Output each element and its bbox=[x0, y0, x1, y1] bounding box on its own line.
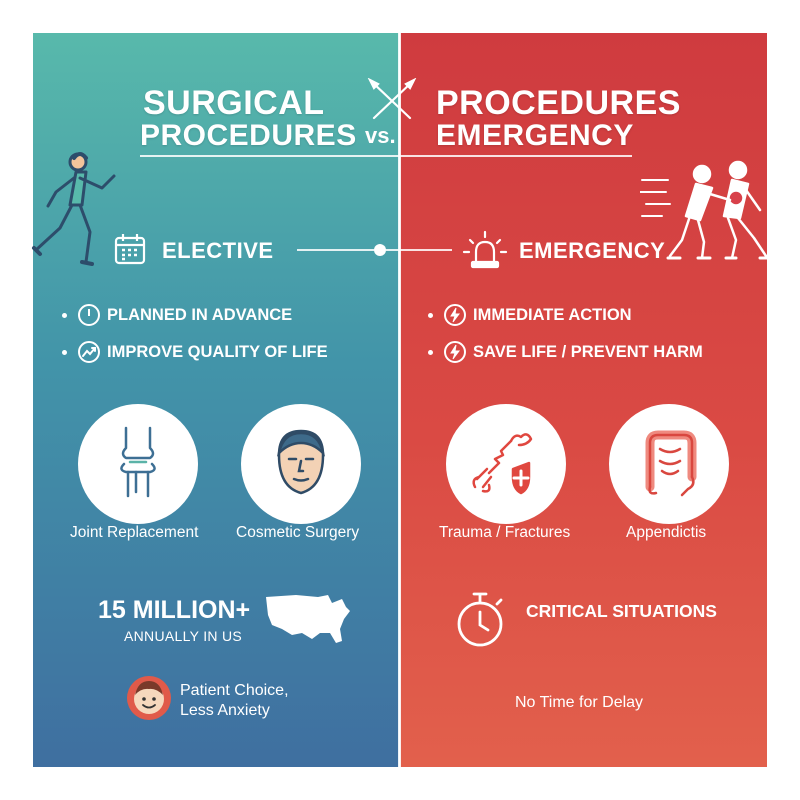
elective-title: ELECTIVE bbox=[162, 238, 274, 263]
running-person-icon bbox=[30, 150, 120, 270]
intestine-icon bbox=[636, 427, 702, 502]
emergency-title: EMERGENCY bbox=[519, 238, 666, 263]
critical-situations-title: CRITICAL SITUATIONS bbox=[526, 601, 717, 621]
patient-avatar-icon bbox=[126, 675, 172, 721]
connector-line-right bbox=[386, 249, 452, 251]
cosmetic-surgery-circle bbox=[241, 404, 361, 524]
emergency-bullet-2: SAVE LIFE / PREVENT HARM bbox=[428, 340, 703, 364]
title-left-line1: SURGICAL bbox=[143, 84, 325, 122]
stat-number: 15 MILLION+ bbox=[98, 596, 251, 624]
bullet-dot bbox=[62, 349, 67, 355]
title-right-line1: PROCEDURES bbox=[436, 84, 681, 122]
connector-dot bbox=[374, 244, 386, 256]
joint-replacement-label: Joint Replacement bbox=[70, 524, 199, 541]
patient-choice-text: Patient Choice, bbox=[180, 682, 289, 699]
title-underline bbox=[140, 155, 632, 157]
trauma-fractures-circle bbox=[446, 404, 566, 524]
no-time-for-delay-text: No Time for Delay bbox=[515, 694, 644, 711]
emergency-responders-icon bbox=[640, 160, 770, 260]
elective-bullet-1-text: PLANNED IN ADVANCE bbox=[107, 305, 293, 324]
bullet-dot bbox=[62, 312, 67, 318]
emergency-bullet-1: IMMEDIATE ACTION bbox=[428, 303, 632, 327]
title-left-line2: PROCEDURES bbox=[140, 119, 357, 152]
title-vs: vs. bbox=[365, 123, 396, 148]
usa-map-icon bbox=[262, 589, 354, 647]
stat-label: ANNUALLY IN US bbox=[124, 628, 243, 644]
lightning-icon bbox=[443, 340, 467, 364]
trend-up-icon bbox=[77, 340, 101, 364]
less-anxiety-text: Less Anxiety bbox=[180, 702, 270, 719]
appendicitis-circle bbox=[609, 404, 729, 524]
clock-icon bbox=[77, 303, 101, 327]
lightning-icon bbox=[443, 303, 467, 327]
stopwatch-icon bbox=[455, 590, 505, 650]
face-icon bbox=[269, 425, 333, 504]
elective-bullet-2: IMPROVE QUALITY OF LIFE bbox=[62, 340, 328, 364]
bullet-dot bbox=[428, 312, 433, 318]
broken-bone-icon bbox=[469, 427, 543, 502]
connector-line-left bbox=[297, 249, 374, 251]
knee-joint-icon bbox=[108, 426, 168, 503]
alarm-light-icon bbox=[462, 230, 508, 270]
emergency-bullet-2-text: SAVE LIFE / PREVENT HARM bbox=[473, 342, 703, 361]
joint-replacement-circle bbox=[78, 404, 198, 524]
cosmetic-surgery-label: Cosmetic Surgery bbox=[236, 524, 360, 541]
elective-bullet-2-text: IMPROVE QUALITY OF LIFE bbox=[107, 342, 328, 361]
appendicitis-label: Appendictis bbox=[626, 524, 707, 541]
elective-bullet-1: PLANNED IN ADVANCE bbox=[62, 303, 292, 327]
bullet-dot bbox=[428, 349, 433, 355]
trauma-fractures-label: Trauma / Fractures bbox=[439, 524, 571, 541]
center-divider bbox=[398, 33, 401, 767]
emergency-bullet-1-text: IMMEDIATE ACTION bbox=[473, 305, 632, 324]
scalpel-cross-icon bbox=[364, 78, 420, 122]
calendar-icon bbox=[113, 232, 147, 266]
title-right-line2: EMERGENCY bbox=[436, 119, 634, 152]
